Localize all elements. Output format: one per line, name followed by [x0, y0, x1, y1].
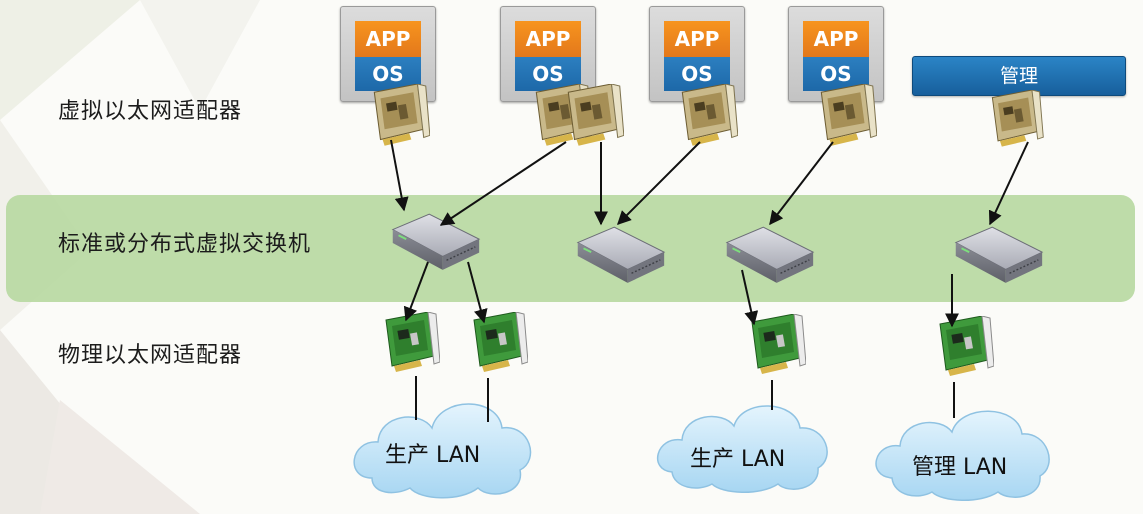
- cloud-production-lan-2: [656, 405, 828, 493]
- vswitch-2[interactable]: [576, 226, 666, 284]
- cloud-production-lan-1: [353, 403, 532, 499]
- vswitch-1[interactable]: [391, 213, 481, 271]
- vm-3-app: APP: [664, 21, 730, 57]
- physical-nic-label: 物理以太网适配器: [58, 343, 243, 368]
- vswitch-mgmt[interactable]: [954, 226, 1044, 284]
- virtual-nic-3: [681, 84, 738, 147]
- virtual-nic-4: [820, 84, 877, 147]
- physical-nic-2: [473, 312, 528, 373]
- vm-1-app: APP: [355, 21, 421, 57]
- network-label-1: 生产 LAN: [385, 443, 481, 468]
- management-port[interactable]: 管理: [912, 56, 1126, 96]
- virtual-nic-2b: [567, 84, 624, 147]
- virtual-nic-label: 虚拟以太网适配器: [58, 99, 243, 124]
- vm-2-app: APP: [515, 21, 581, 57]
- physical-nic-1: [385, 312, 440, 373]
- vswitch-band: [6, 195, 1135, 302]
- vswitch-3[interactable]: [725, 226, 815, 284]
- network-label-3: 管理 LAN: [912, 455, 1008, 480]
- cloud-management-lan: [875, 410, 1050, 501]
- network-label-2: 生产 LAN: [690, 447, 786, 472]
- physical-nic-3: [751, 314, 806, 375]
- connection-lines: [390, 139, 1029, 422]
- physical-nic-mgmt: [939, 316, 994, 377]
- virtual-nic-mgmt: [991, 90, 1044, 148]
- vm-4-app: APP: [803, 21, 869, 57]
- virtual-nic-1: [373, 84, 430, 147]
- vswitch-label: 标准或分布式虚拟交换机: [58, 232, 312, 257]
- vm-4-os: OS: [803, 57, 869, 91]
